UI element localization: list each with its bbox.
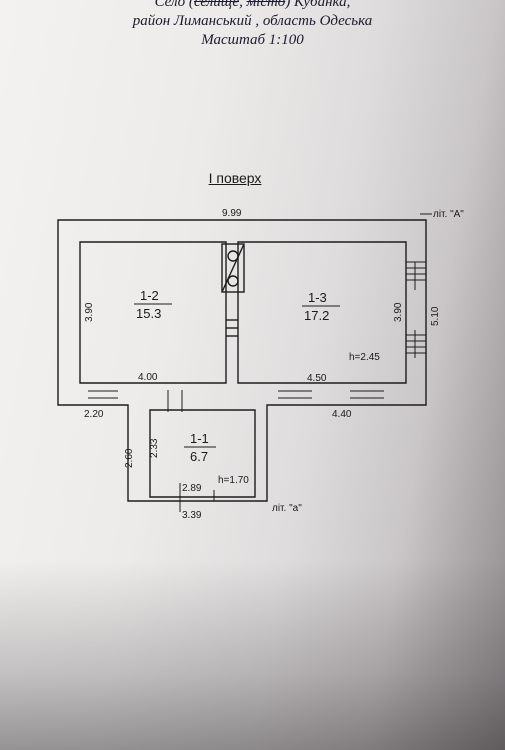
annex-window-bottom	[200, 490, 232, 502]
room-1-3-ceiling-height: h=2.45	[349, 352, 380, 363]
room-1-3-width-dim: 4.50	[307, 373, 327, 384]
room-1-1-height-dim: 2.33	[149, 438, 160, 458]
window-left-bottom	[88, 382, 118, 406]
room-1-2-width-dim: 4.00	[138, 372, 158, 383]
annex-outer-height: 2.60	[124, 448, 135, 468]
page-shadow	[0, 560, 505, 750]
floor-title: І поверх	[208, 170, 262, 186]
room-1-3-area: 17.2	[304, 308, 329, 323]
settlement-prefix: Село (	[154, 0, 194, 10]
header-scale-line: Масштаб 1:100	[201, 32, 304, 48]
litera-annex-label: літ. "а"	[272, 503, 302, 514]
room-1-2-height-dim: 3.90	[84, 302, 95, 322]
room-1-2-area: 15.3	[136, 306, 161, 321]
room-1-1-area: 6.7	[190, 449, 208, 464]
dim-top-width: 9.99	[222, 208, 242, 219]
litera-main-label: літ. "А"	[433, 209, 464, 220]
dim-bottom-left: 2.20	[84, 409, 104, 420]
room-1-1-width-dim: 2.89	[182, 483, 202, 494]
main-outer-wall	[57, 219, 427, 502]
stove-icon	[221, 243, 245, 293]
room-1-2-wall	[79, 241, 227, 384]
window-right-side-top	[406, 261, 426, 290]
settlement-comma: ,	[239, 0, 247, 10]
room-1-1-wall	[149, 409, 256, 498]
window-right-side-bottom	[406, 330, 426, 358]
room-1-1-ceiling-height: h=1.70	[218, 475, 249, 486]
dim-bottom-right: 4.40	[332, 409, 352, 420]
settlement-name: ) Кубанка,	[285, 0, 351, 10]
room-1-1-id: 1-1	[190, 431, 209, 446]
room-1-2-id: 1-2	[140, 288, 159, 303]
header-district-line: район Лиманський , область Одеська	[132, 13, 373, 29]
dim-right-outer: 5.10	[430, 306, 441, 326]
struck-settlement-type-1: селище	[193, 0, 240, 10]
header-settlement-line: Село (селище, місто) Кубанка,	[0, 0, 505, 11]
annex-outer-width: 3.39	[182, 510, 202, 521]
struck-settlement-type-2: місто	[246, 0, 286, 10]
window-middle-bottom	[278, 382, 312, 406]
room-1-3-height-dim: 3.90	[393, 302, 404, 322]
room-1-3-id: 1-3	[308, 290, 327, 305]
window-right-bottom	[350, 382, 384, 406]
annex-door	[167, 390, 183, 412]
